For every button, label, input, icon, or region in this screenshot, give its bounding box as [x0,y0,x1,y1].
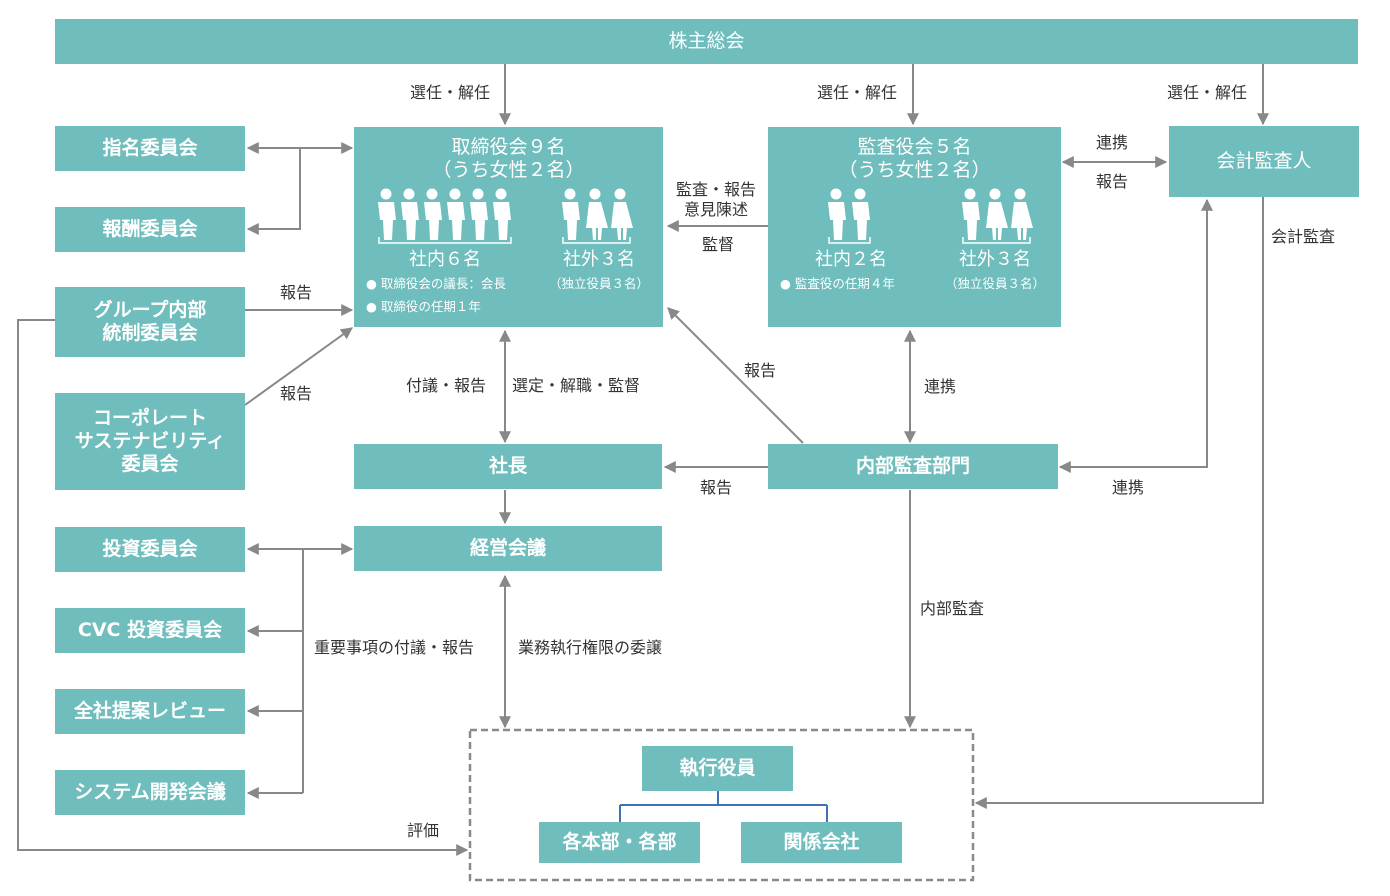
label-report-sus: 報告 [280,384,313,403]
audit-outside-count: 社外３名 [959,249,1031,270]
audit-inside-count: 社内２名 [815,249,887,270]
label-report-ia-pres: 報告 [700,478,733,497]
label-internal-audit: 内部監査 [920,599,985,618]
audit-title: 監査役会５名 [857,136,972,158]
label-fugi: 付議・報告 [406,376,487,395]
board-title: 取締役会９名 [451,136,566,158]
board-independent-note: （独立役員３名） [548,276,649,291]
label-evaluation: 評価 [407,821,440,840]
group-internal-control-committee: グループ内部 統制委員会 [55,287,245,357]
arrow-ia-board [667,307,804,444]
audit-term-note: ● 監査役の任期４年 [780,276,895,291]
investment-committee: 投資委員会 [55,527,245,572]
board-chair-note: ● 取締役会の議長：会長 [366,276,506,291]
label-renkei-ia: 連携 [1112,478,1145,497]
board-term-note: ● 取締役の任期１年 [366,299,481,314]
label-renkei-top: 連携 [1096,133,1129,152]
divisions: 各本部・各部 [539,822,700,863]
label-accounting-audit: 会計監査 [1271,227,1336,246]
label-elect-board: 選任・解任 [410,83,491,102]
board-of-directors: 取締役会９名 （うち女性２名） 社内６名 社外３名 ● 取締役会の議長：会長 （… [354,127,663,327]
internal-audit-dept: 内部監査部門 [768,444,1058,489]
sustainability-line2: サステナビリティ [74,430,226,452]
president: 社長 [354,444,662,489]
label-elect-audit: 選任・解任 [817,83,898,102]
label-audit-report: 監査・報告 [676,180,757,199]
label-delegation: 業務執行権限の委譲 [518,638,663,657]
affiliates: 関係会社 [741,822,902,863]
cvc-investment-committee: CVC 投資委員会 [55,608,245,653]
board-inside-count: 社内６名 [409,249,481,270]
executive-group-frame [468,728,975,882]
compensation-committee: 報酬委員会 [55,207,245,252]
proposal-review: 全社提案レビュー [55,689,245,734]
label-elect-auditor: 選任・解任 [1167,83,1248,102]
label-renkei-mid: 連携 [924,377,957,396]
board-inside-people-icon [378,188,512,244]
audit-outside-people-icon [962,188,1033,244]
label-report-group: 報告 [280,283,313,302]
label-sentei: 選定・解職・監督 [512,376,641,395]
audit-subtitle: （うち女性２名） [838,159,991,181]
audit-independent-note: （独立役員３名） [944,276,1045,291]
label-report-ia-board: 報告 [744,361,777,380]
board-outside-count: 社外３名 [563,249,635,270]
sustainability-line3: 委員会 [121,453,179,475]
label-important-matters: 重要事項の付議・報告 [314,638,475,657]
arrow-evaluation [17,319,469,856]
sustainability-line1: コーポレート [92,407,207,429]
board-outside-people-icon [562,188,633,244]
arrow-accounting-audit [974,197,1264,809]
label-hokoku-top: 報告 [1096,172,1129,191]
sustainability-committee: コーポレート サステナビリティ 委員会 [55,393,245,490]
shareholders-meeting: 株主総会 [55,19,1358,64]
label-opinion: 意見陳述 [684,200,749,219]
arrow-auditor-ia [1058,300,1208,473]
board-subtitle: （うち女性２名） [432,159,585,181]
system-dev-meeting: システム開発会議 [55,770,245,815]
management-meeting: 経営会議 [354,526,662,571]
executive-officers: 執行役員 [642,746,793,791]
arrow-sus-board [244,327,353,406]
label-supervise: 監督 [702,235,735,254]
nomination-committee: 指名委員会 [55,126,245,171]
arrow-compensation [246,148,301,235]
group-internal-line2: 統制委員会 [102,322,198,344]
accounting-auditor: 会計監査人 [1169,126,1359,197]
group-internal-line1: グループ内部 [93,299,207,321]
audit-board: 監査役会５名 （うち女性２名） 社内２名 社外３名 ● 監査役の任期４年 （独立… [768,127,1061,327]
audit-inside-people-icon [828,188,871,244]
